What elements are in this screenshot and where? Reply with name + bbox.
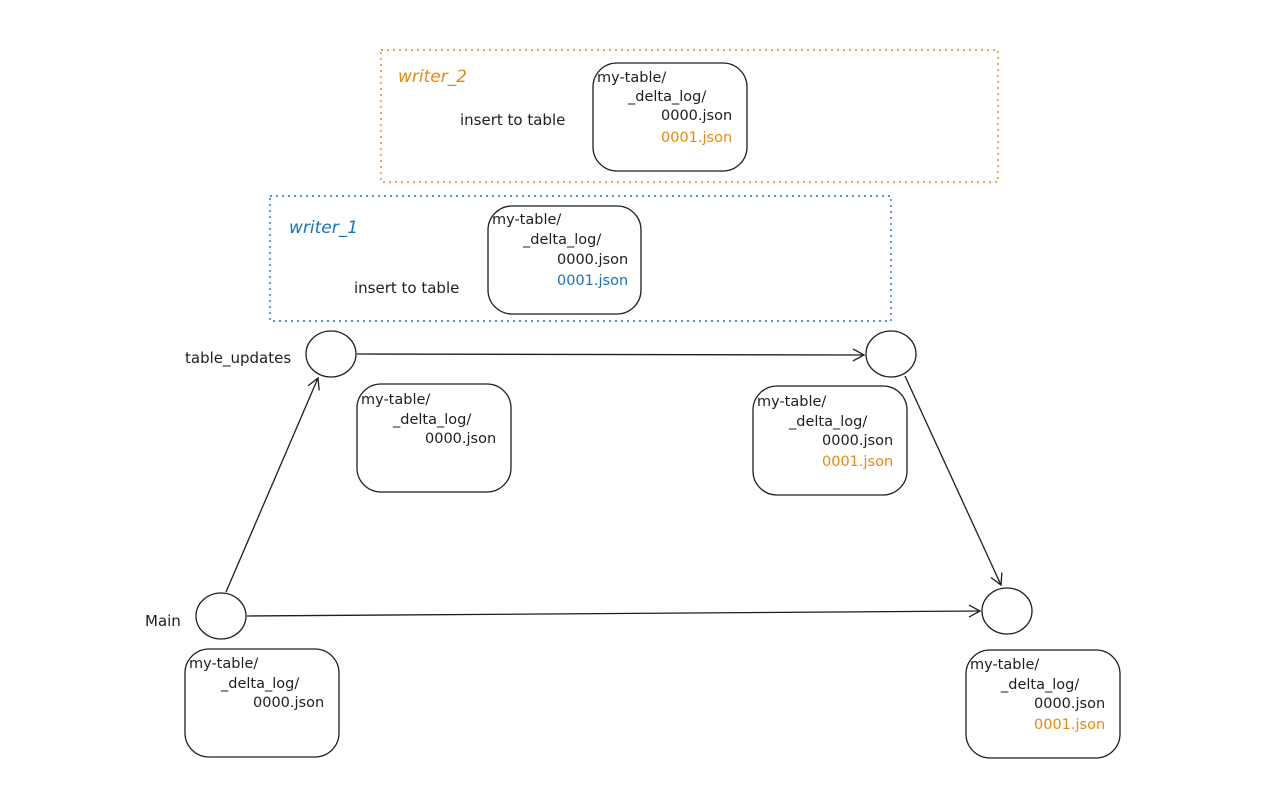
table-updates-start-node [305, 330, 357, 378]
log-label: _delta_log/ [392, 412, 471, 428]
log-label: _delta_log/ [522, 232, 601, 248]
writer-2-file-box: my-table/ _delta_log/ 0000.json 0001.jso… [592, 62, 748, 172]
dir-label: my-table/ [757, 394, 826, 410]
writer-2-action: insert to table [460, 111, 565, 129]
dir-label: my-table/ [189, 656, 258, 672]
file-0000: 0000.json [557, 252, 628, 268]
file-0000: 0000.json [253, 695, 324, 711]
writer-1-border [269, 195, 892, 322]
main-start-node [195, 592, 247, 640]
file-box-border [592, 62, 748, 172]
file-box-border [752, 385, 908, 496]
file-0000: 0000.json [822, 433, 893, 449]
arrow-main [246, 604, 982, 618]
table-updates-label: table_updates [185, 349, 291, 368]
writer-2-border [380, 49, 999, 183]
writer-1-file-box: my-table/ _delta_log/ 0000.json 0001.jso… [487, 205, 642, 315]
table-updates-end-node [865, 330, 917, 378]
writer-2-title: writer_2 [398, 67, 467, 87]
arrow-branch-out [225, 376, 320, 593]
file-box-border [356, 383, 512, 493]
dir-label: my-table/ [361, 392, 430, 408]
file-box-border [965, 649, 1121, 759]
log-label: _delta_log/ [627, 89, 706, 105]
main-label: Main [145, 612, 181, 630]
main-end-file-box: my-table/ _delta_log/ 0000.json 0001.jso… [965, 649, 1121, 759]
updates-start-file-box: my-table/ _delta_log/ 0000.json [356, 383, 512, 493]
file-0000: 0000.json [661, 108, 732, 124]
arrow-merge [904, 375, 1003, 587]
file-0000: 0000.json [1034, 696, 1105, 712]
dir-label: my-table/ [492, 212, 561, 228]
file-0001: 0001.json [661, 130, 732, 146]
dir-label: my-table/ [970, 657, 1039, 673]
main-end-node [981, 587, 1033, 635]
updates-end-file-box: my-table/ _delta_log/ 0000.json 0001.jso… [752, 385, 908, 496]
log-label: _delta_log/ [788, 414, 867, 430]
arrow-table-updates [356, 348, 866, 362]
file-box-border [487, 205, 642, 315]
file-0001: 0001.json [822, 454, 893, 470]
file-box-border [184, 648, 340, 758]
file-0000: 0000.json [425, 431, 496, 447]
file-0001: 0001.json [557, 273, 628, 289]
writer-1-frame: writer_1 insert to table my-table/ _delt… [269, 195, 892, 322]
writer-1-title: writer_1 [289, 218, 358, 238]
writer-2-frame: writer_2 insert to table my-table/ _delt… [380, 49, 999, 183]
dir-label: my-table/ [597, 70, 666, 86]
log-label: _delta_log/ [220, 676, 299, 692]
main-start-file-box: my-table/ _delta_log/ 0000.json [184, 648, 340, 758]
file-0001: 0001.json [1034, 717, 1105, 733]
writer-1-action: insert to table [354, 279, 459, 297]
log-label: _delta_log/ [1000, 677, 1079, 693]
